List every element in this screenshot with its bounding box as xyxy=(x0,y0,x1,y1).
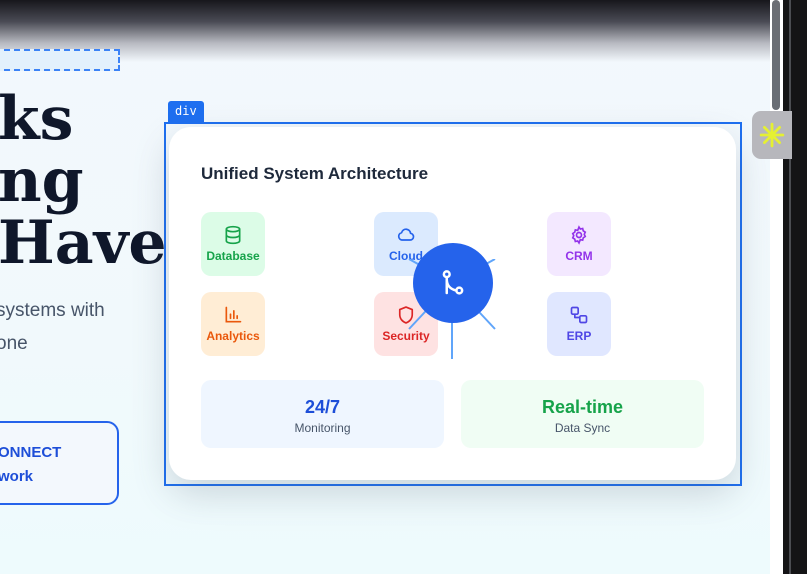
connect-button[interactable]: ONNECT work xyxy=(0,421,119,505)
browser-top-shadow xyxy=(0,0,770,62)
stat-data-sync: Real-time Data Sync xyxy=(461,380,704,448)
stat-value: Real-time xyxy=(541,397,624,417)
hero-title: ks ng Have xyxy=(0,84,167,278)
hero-subtitle: systems with one xyxy=(0,300,105,354)
shield-icon xyxy=(398,306,414,324)
stat-value: 24/7 xyxy=(304,397,341,417)
module-label: Cloud xyxy=(389,249,423,263)
asterisk-star-icon xyxy=(759,122,785,148)
integration-hub[interactable] xyxy=(413,243,493,323)
inspector-highlight-outline xyxy=(164,122,742,486)
module-analytics[interactable]: Analytics xyxy=(201,292,265,356)
window-frame-line xyxy=(789,0,791,574)
module-label: Analytics xyxy=(206,329,260,343)
architecture-card: Unified System Architecture Database Clo… xyxy=(169,127,736,480)
module-label: Database xyxy=(206,249,260,263)
window-frame-edge xyxy=(783,0,807,574)
cloud-icon xyxy=(397,228,415,241)
inspector-element-tag: div xyxy=(168,101,204,122)
module-database[interactable]: Database xyxy=(201,212,265,276)
stat-label: Data Sync xyxy=(554,421,611,435)
module-label: Security xyxy=(382,329,430,343)
scrollbar-thumb[interactable] xyxy=(772,0,780,110)
git-branch-icon xyxy=(442,270,464,295)
stat-monitoring: 24/7 Monitoring xyxy=(201,380,444,448)
card-title: Unified System Architecture xyxy=(201,164,429,183)
module-crm[interactable]: CRM xyxy=(547,212,611,276)
module-label: CRM xyxy=(565,249,593,263)
module-erp[interactable]: ERP xyxy=(547,292,611,356)
module-cloud[interactable]: Cloud xyxy=(374,212,438,276)
gear-icon xyxy=(571,225,587,245)
database-icon xyxy=(225,225,241,245)
floating-widget-button[interactable] xyxy=(752,111,792,159)
stat-label: Monitoring xyxy=(294,421,351,435)
connected-boxes-icon xyxy=(570,306,588,324)
module-label: ERP xyxy=(566,329,592,343)
dashed-selection-box[interactable] xyxy=(0,49,120,71)
bar-chart-icon xyxy=(225,306,242,323)
